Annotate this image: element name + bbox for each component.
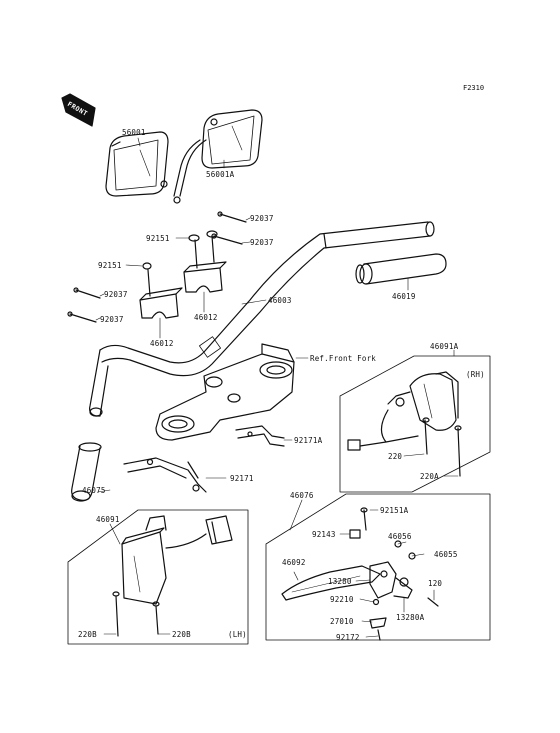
- label-13280: 13280: [328, 577, 352, 586]
- bracket-92171-part: [123, 457, 207, 493]
- label-120: 120: [428, 579, 443, 588]
- holder-lower-part: [139, 262, 183, 319]
- handlebar-part: [89, 221, 435, 417]
- label-220B-b: 220B: [172, 630, 191, 639]
- label-46075: 46075: [82, 486, 106, 495]
- label-92143: 92143: [312, 530, 336, 539]
- mirror-left-part: [105, 131, 169, 197]
- label-lh: (LH): [228, 630, 247, 639]
- label-13280A: 13280A: [396, 613, 425, 622]
- diagram-code: F2310: [463, 84, 485, 92]
- label-46055: 46055: [434, 550, 458, 559]
- label-92037-c: 92037: [104, 290, 128, 299]
- front-arrow-icon: [61, 93, 96, 127]
- bracket-92171A-part: [235, 425, 285, 447]
- grip-left-part: [71, 442, 102, 502]
- label-220A: 220A: [420, 472, 439, 481]
- grip-right-part: [355, 253, 447, 285]
- label-46012-a: 46012: [194, 313, 218, 322]
- label-56001A: 56001A: [206, 170, 235, 179]
- bolt-92037-parts: [67, 211, 247, 323]
- label-92151-b: 92151: [98, 261, 122, 270]
- label-92171: 92171: [230, 474, 254, 483]
- label-220: 220: [388, 452, 403, 461]
- label-92171A: 92171A: [294, 436, 323, 445]
- lh-switch-box: [67, 509, 249, 645]
- label-27010: 27010: [330, 617, 354, 626]
- label-92037-a: 92037: [250, 214, 274, 223]
- label-56001: 56001: [122, 128, 146, 137]
- label-92151-a: 92151: [146, 234, 170, 243]
- rh-switch-box: [339, 355, 491, 493]
- label-92172: 92172: [336, 633, 360, 642]
- label-46019: 46019: [392, 292, 416, 301]
- label-rh: (RH): [466, 370, 485, 379]
- label-ref-front-fork: Ref.Front Fork: [310, 354, 377, 363]
- label-46092: 46092: [282, 558, 306, 567]
- label-46076: 46076: [290, 491, 314, 500]
- label-92037-b: 92037: [250, 238, 274, 247]
- label-46056: 46056: [388, 532, 412, 541]
- leader-lines: [95, 137, 459, 638]
- label-46091A: 46091A: [430, 342, 459, 351]
- label-220B-a: 220B: [78, 630, 97, 639]
- lever-box: [265, 493, 491, 641]
- label-92210: 92210: [330, 595, 354, 604]
- holder-upper-part: [183, 230, 227, 293]
- mirror-right-part: [173, 109, 263, 204]
- label-46012-b: 46012: [150, 339, 174, 348]
- label-92151A: 92151A: [380, 506, 409, 515]
- label-46091: 46091: [96, 515, 120, 524]
- upper-bracket-part: [155, 343, 295, 441]
- label-92037-d: 92037: [100, 315, 124, 324]
- label-46003: 46003: [268, 296, 292, 305]
